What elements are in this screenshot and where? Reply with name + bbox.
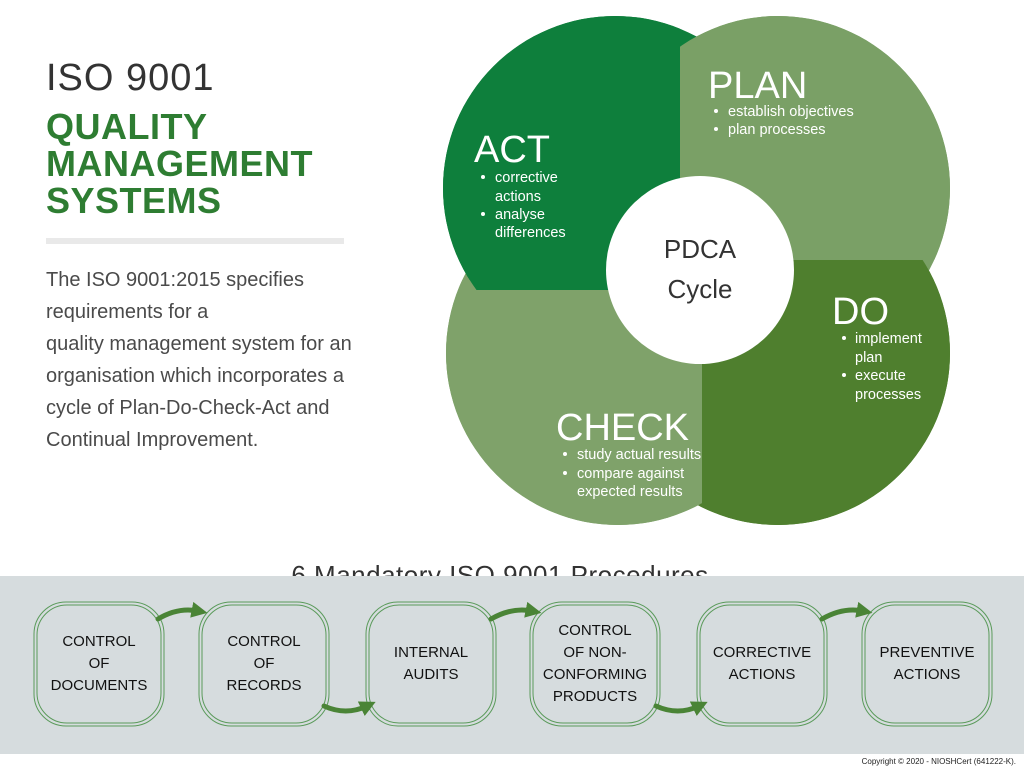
check-circle-front	[446, 280, 702, 525]
flow-arrow	[321, 701, 376, 716]
subtitle-line: SYSTEMS	[46, 180, 222, 221]
procedure-box-outline	[365, 601, 497, 727]
title-divider	[46, 238, 344, 244]
procedure-label: CONFORMING	[542, 666, 648, 683]
procedure-control-of-documents: CONTROL OF DOCUMENTS	[37, 605, 161, 723]
procedure-label: OF	[88, 655, 110, 672]
do-bullet: processes	[855, 387, 921, 403]
plan-title: PLAN	[708, 65, 807, 107]
procedure-box-outline	[201, 604, 327, 724]
procedures-band	[0, 576, 1024, 754]
act-title: ACT	[474, 129, 550, 171]
page-subtitle: QUALITY MANAGEMENT SYSTEMS	[46, 108, 313, 219]
procedure-box-outline	[529, 601, 661, 727]
bullet-dot	[714, 127, 718, 131]
do-bullet: implement	[855, 331, 922, 347]
do-bullets: implement plan execute processes	[842, 331, 922, 403]
bullet-dot	[563, 452, 567, 456]
description-line: quality management system for an	[46, 333, 352, 355]
procedure-label: INTERNAL	[393, 644, 469, 661]
procedure-label: PREVENTIVE	[879, 644, 975, 661]
procedure-internal-audits: INTERNAL AUDITS	[369, 605, 493, 723]
do-bullet: execute	[855, 368, 906, 384]
procedure-label: CONTROL	[558, 622, 632, 639]
center-label: PDCA	[664, 234, 737, 264]
subtitle-line: MANAGEMENT	[46, 143, 313, 184]
description-line: The ISO 9001:2015 specifies	[46, 269, 304, 291]
plan-bullets: establish objectives plan processes	[714, 104, 854, 138]
check-bullet: study actual results	[577, 447, 701, 463]
description-line: Continual Improvement.	[46, 429, 259, 451]
bullet-dot	[481, 175, 485, 179]
flow-arrow	[488, 601, 542, 622]
do-title: DO	[832, 291, 889, 333]
act-bullet: actions	[495, 189, 541, 205]
bullet-dot	[842, 373, 846, 377]
bullet-dot	[481, 212, 485, 216]
bullet-dot	[714, 109, 718, 113]
description-line: organisation which incorporates a	[46, 365, 344, 387]
procedure-box-outline	[36, 604, 162, 724]
page-title: ISO 9001	[46, 57, 215, 99]
procedure-box-outline	[198, 601, 330, 727]
procedure-label: CONTROL	[62, 633, 136, 650]
procedure-label: RECORDS	[226, 677, 302, 694]
procedure-label: OF NON-	[563, 644, 627, 661]
procedure-preventive-actions: PREVENTIVE ACTIONS	[865, 605, 989, 723]
bullet-dot	[842, 336, 846, 340]
procedure-label: CORRECTIVE	[712, 644, 812, 661]
procedure-box-outline	[699, 604, 825, 724]
procedure-box-outline	[696, 601, 828, 727]
procedure-label: AUDITS	[403, 666, 459, 683]
procedure-box-outline	[864, 604, 990, 724]
procedure-label: ACTIONS	[728, 666, 796, 683]
bullet-dot	[563, 471, 567, 475]
plan-bullet: plan processes	[728, 122, 826, 138]
center-label: Cycle	[667, 274, 732, 304]
pdca-cycle-diagram: PDCA Cycle PLAN establish objectives pla…	[443, 16, 950, 525]
description: The ISO 9001:2015 specifies requirements…	[46, 264, 396, 456]
flow-arrow	[653, 701, 708, 716]
check-bullets: study actual results compare against exp…	[563, 447, 701, 500]
copyright-notice: Copyright © 2020 - NIOSHCert (641222-K).	[861, 757, 1016, 766]
procedure-label: OF	[253, 655, 275, 672]
procedure-box-outline	[33, 601, 165, 727]
check-bullet: expected results	[577, 484, 683, 500]
procedure-label: DOCUMENTS	[50, 677, 148, 694]
description-line: cycle of Plan-Do-Check-Act and	[46, 397, 330, 419]
description-line: requirements for a	[46, 301, 209, 323]
center-circle	[606, 176, 794, 364]
procedure-box-outline	[368, 604, 494, 724]
check-bullet: compare against	[577, 466, 684, 482]
flow-arrow	[155, 601, 208, 622]
act-bullet: differences	[495, 225, 566, 241]
plan-bullet: establish objectives	[728, 104, 854, 120]
procedure-label: ACTIONS	[893, 666, 961, 683]
act-bullet: analyse	[495, 207, 545, 223]
procedure-control-of-records: CONTROL OF RECORDS	[202, 605, 326, 723]
act-bullets: corrective actions analyse differences	[481, 170, 566, 241]
procedure-box-outline	[532, 604, 658, 724]
procedure-control-of-nonconforming-products: CONTROL OF NON- CONFORMING PRODUCTS	[533, 605, 657, 723]
procedure-box-outline	[861, 601, 993, 727]
act-bullet: corrective	[495, 170, 558, 186]
check-title: CHECK	[556, 407, 689, 449]
do-bullet: plan	[855, 350, 882, 366]
subtitle-line: QUALITY	[46, 106, 208, 147]
procedure-label: CONTROL	[227, 633, 301, 650]
procedure-label: PRODUCTS	[552, 688, 638, 705]
flow-arrow	[819, 601, 873, 622]
procedure-corrective-actions: CORRECTIVE ACTIONS	[700, 605, 824, 723]
